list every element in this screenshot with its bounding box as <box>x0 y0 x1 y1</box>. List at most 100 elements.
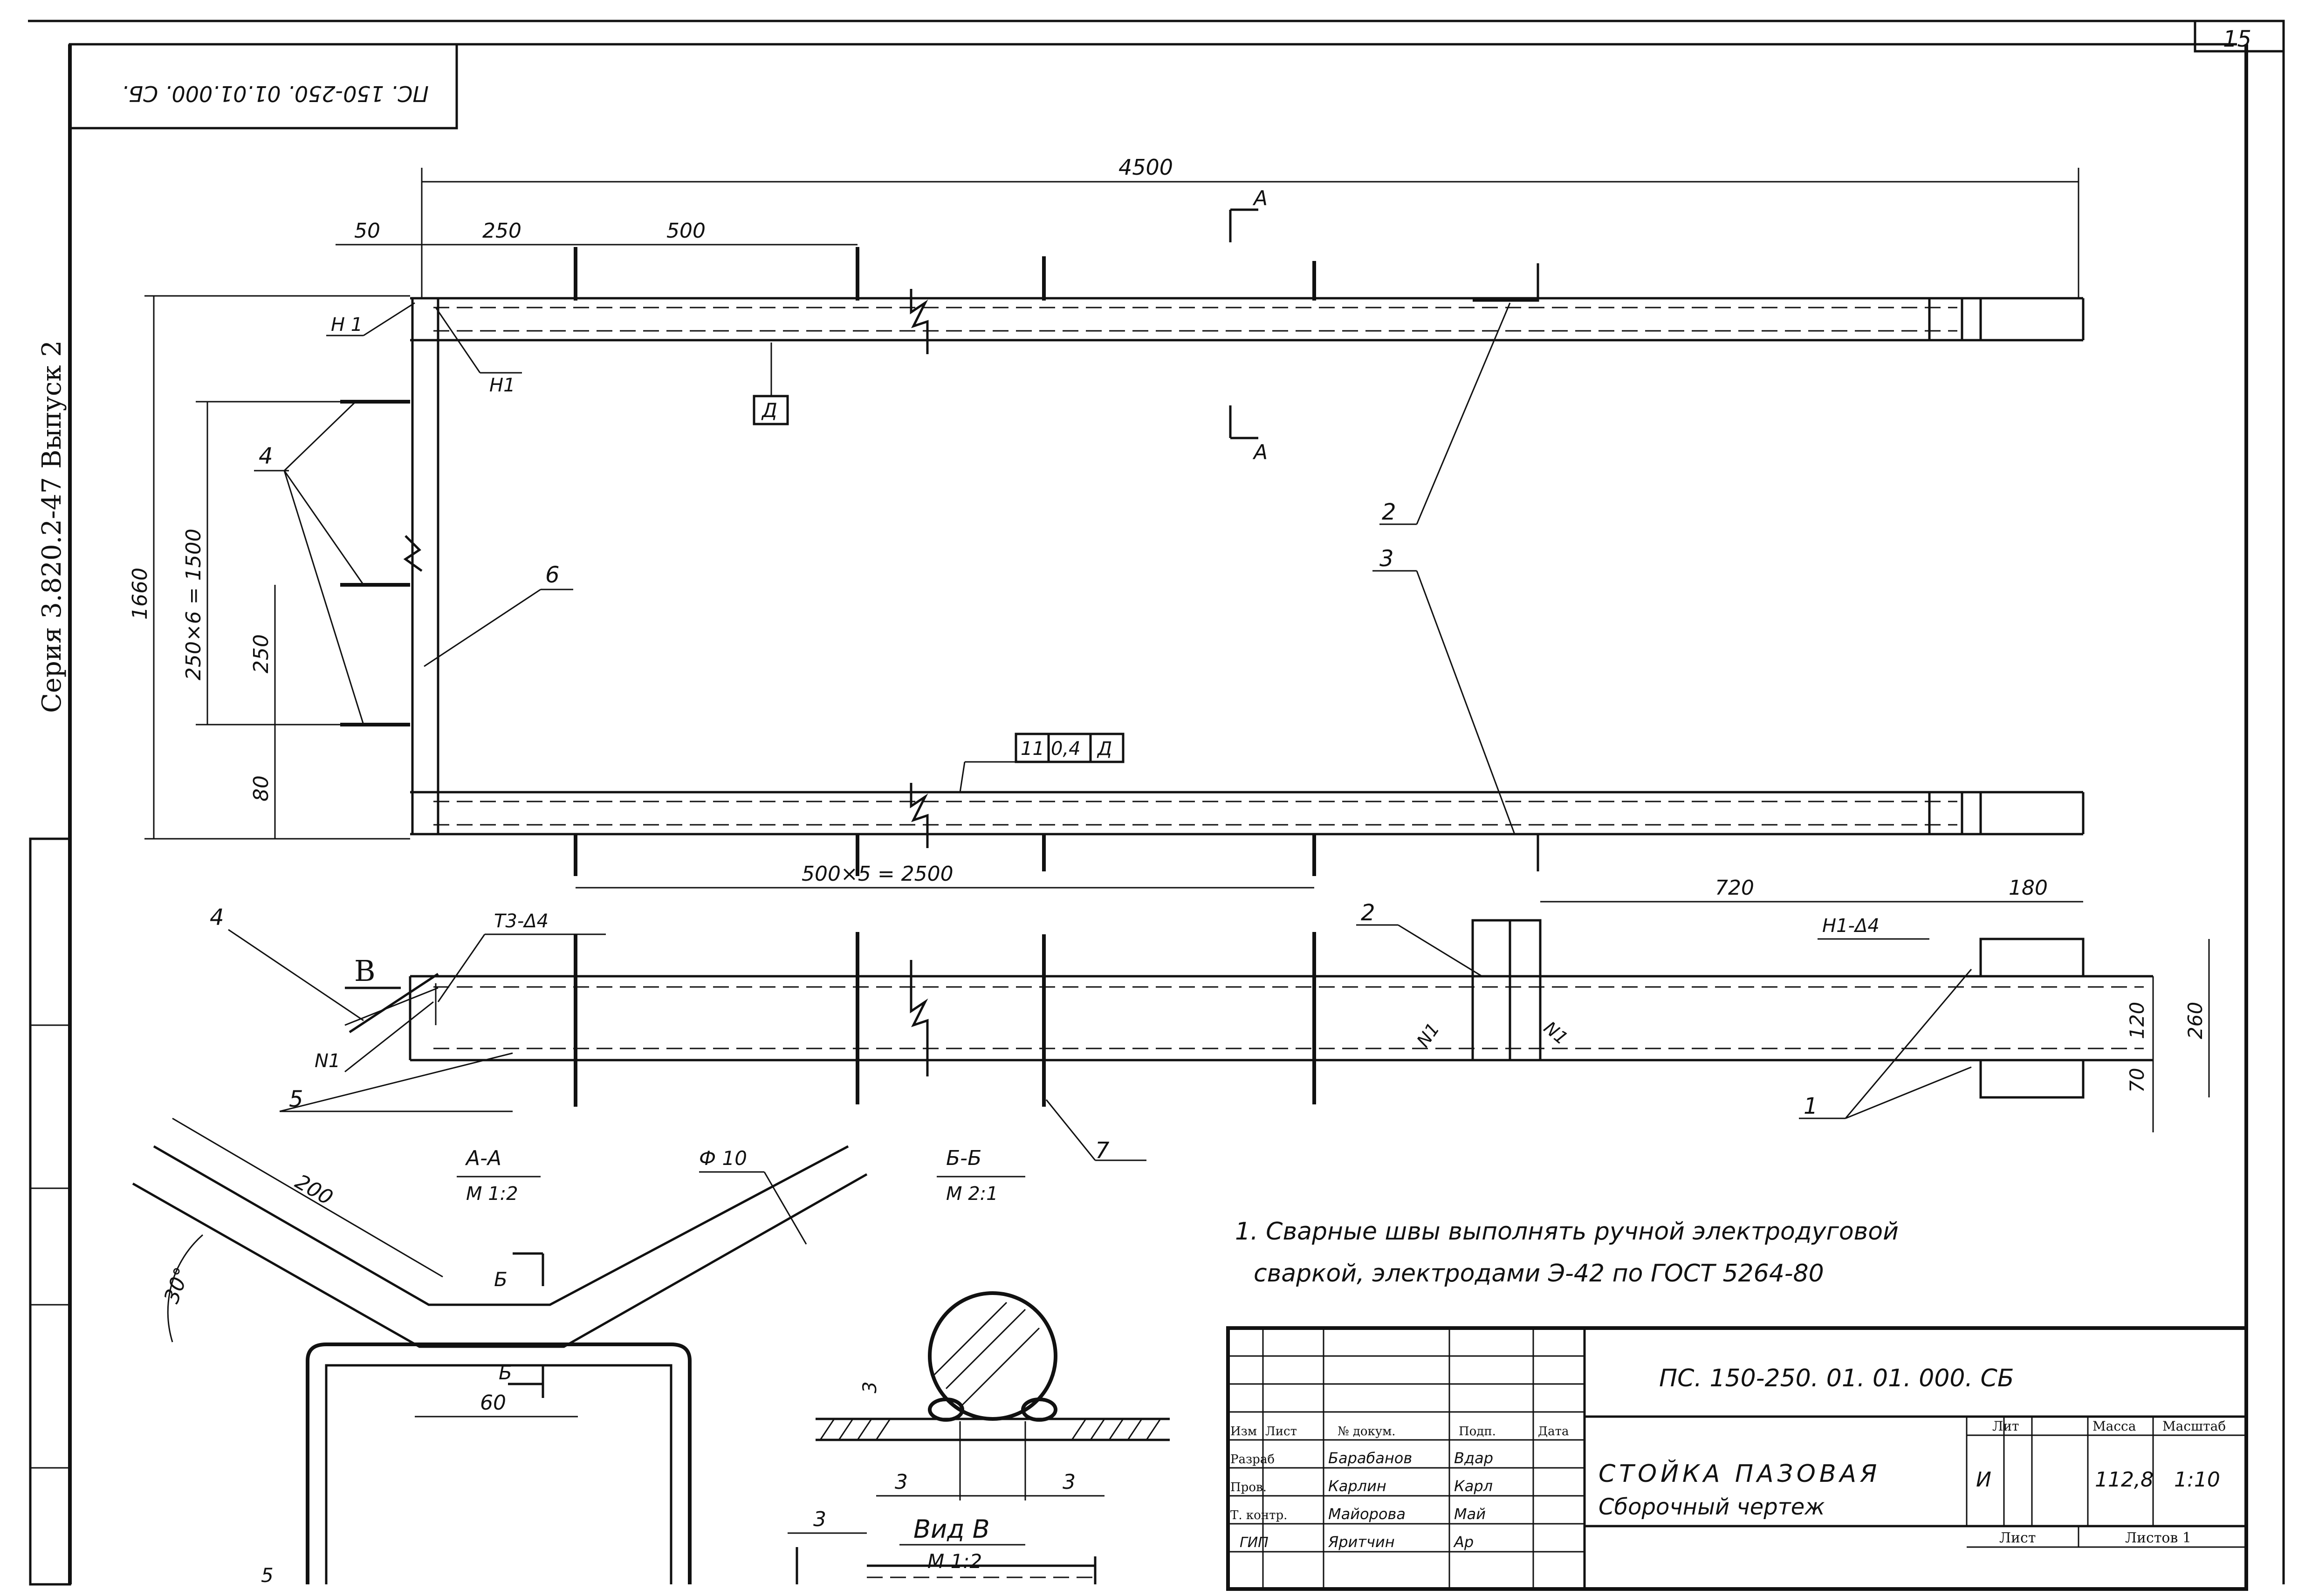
section-b-top: Б <box>494 1268 508 1291</box>
callout-3: 3 <box>1379 546 1394 572</box>
notes: 1. Сварные швы выполнять ручной электрод… <box>1235 1218 1899 1288</box>
weld-h1-right: Н1 <box>489 375 515 396</box>
side-view <box>349 919 2153 1107</box>
dim-overall-length: 4500 <box>1118 155 1173 180</box>
tb-row-name: Яритчин <box>1328 1533 1395 1551</box>
dim-weld-gap-vert: 3 <box>859 1382 881 1393</box>
callout-1: 1 <box>1804 1093 1818 1119</box>
dim-50: 50 <box>354 219 380 243</box>
dim-bottom-chain: 500×5 = 2500 <box>802 862 954 886</box>
weld-t3: Т3-Δ4 <box>494 911 549 932</box>
tb-doc-code: ПС. 150-250. 01. 01. 000. СБ <box>1659 1364 2014 1392</box>
tb-row-name: Майорова <box>1328 1505 1406 1523</box>
tb-scale-value: 1:10 <box>2174 1468 2220 1492</box>
inverted-code-box: ПС. 150-250. 01.01.000. СБ. <box>69 43 458 130</box>
tb-hdr-data: Дата <box>1538 1425 1569 1438</box>
weld-h1-d4: Н1-Δ4 <box>1822 915 1880 937</box>
inverted-doc-code: ПС. 150-250. 01.01.000. СБ. <box>122 81 429 106</box>
dim-1660: 1660 <box>128 568 152 620</box>
dim-250-left: 250 <box>249 634 273 673</box>
tb-row-sign: Май <box>1454 1505 1486 1523</box>
callout-2-lower: 2 <box>1361 900 1375 926</box>
tb-sheet-label: Лист <box>1999 1530 2036 1546</box>
section-aa: А-А М 1:2 200 30° Ф 10 Б Б 60 5 <box>132 1117 868 1587</box>
dim-720: 720 <box>1715 876 1754 900</box>
callout-4-lower: 4 <box>210 904 224 931</box>
tb-lit-label: Лит <box>1992 1418 2019 1434</box>
tb-lit-value: И <box>1976 1468 1991 1492</box>
dim-250-top: 250 <box>482 219 521 243</box>
section-a-bottom: А <box>1252 440 1268 464</box>
sheet-frame <box>28 20 2285 1586</box>
tb-row-sign: Вдар <box>1454 1449 1493 1467</box>
dim-rod-diameter: Ф 10 <box>699 1147 747 1170</box>
dim-weld-gap-right: 3 <box>1063 1470 1076 1494</box>
view-arrow-b: В <box>354 954 376 988</box>
dim-120: 120 <box>2126 1002 2148 1039</box>
section-a-top: А <box>1252 186 1268 210</box>
view-v: Вид В М 1:2 3 <box>788 1507 1097 1584</box>
callout-6: 6 <box>545 562 560 588</box>
title-block: ПС. 150-250. 01. 01. 000. СБ СТОЙКА ПАЗО… <box>1226 1326 2248 1591</box>
series-label: Серия 3.820.2-47 Выпуск 2 <box>37 340 67 713</box>
callout-2: 2 <box>1382 499 1396 525</box>
tb-mass-label: Масса <box>2092 1418 2136 1434</box>
tb-row-role: Пров. <box>1230 1480 1267 1494</box>
tb-scale-label: Масштаб <box>2162 1418 2226 1434</box>
note-line-2: сваркой, электродами Э-42 по ГОСТ 5264-8… <box>1254 1260 1824 1288</box>
callout-4: 4 <box>259 443 273 469</box>
tb-hdr-podp: Подп. <box>1459 1425 1496 1438</box>
tb-row-sign: Карл <box>1454 1477 1493 1495</box>
tb-row-name: Карлин <box>1328 1477 1386 1495</box>
dim-180: 180 <box>2009 876 2048 900</box>
tb-hdr-list: Лист <box>1265 1425 1297 1438</box>
side-dimensions: 720 180 120 260 70 Т3-Δ4 В 4 N1 5 7 2 N1… <box>210 876 2210 1164</box>
weld-symbol-04: 0,4 <box>1051 738 1081 760</box>
tb-title-1: СТОЙКА ПАЗОВАЯ <box>1599 1459 1880 1488</box>
tb-sheets-label: Листов 1 <box>2125 1530 2191 1546</box>
aa-scale: М 1:2 <box>466 1183 518 1205</box>
tb-row-name: Барабанов <box>1328 1449 1412 1467</box>
note-line-1: 1. Сварные швы выполнять ручной электрод… <box>1235 1218 1899 1246</box>
tb-title-2: Сборочный чертеж <box>1599 1494 1825 1520</box>
aa-title: А-А <box>465 1146 501 1170</box>
tb-row-role: Т. контр. <box>1230 1508 1287 1522</box>
callout-7: 7 <box>1095 1137 1110 1164</box>
dim-bend-200: 200 <box>291 1170 337 1210</box>
dim-260: 260 <box>2184 1002 2207 1039</box>
section-bb: Б-Б М 2:1 3 3 3 <box>816 1146 1170 1500</box>
bb-title: Б-Б <box>946 1146 981 1170</box>
plan-callouts: 4 6 2 3 Н 1 Н1 11 0,4 Д <box>254 302 1516 835</box>
page-number-box: 15 <box>2194 20 2285 53</box>
dim-weld-gap-left: 3 <box>895 1470 908 1494</box>
mark-d: Д <box>761 399 777 422</box>
tb-row-sign: Ар <box>1453 1533 1474 1551</box>
callout-5-bottom: 5 <box>261 1564 274 1587</box>
dim-500-top: 500 <box>666 219 706 243</box>
dim-60: 60 <box>480 1391 506 1415</box>
dim-70: 70 <box>2126 1068 2148 1093</box>
plan-dimensions: 4500 50 250 500 1660 250×6 = 1500 250 80… <box>128 155 2079 889</box>
weld-n1-a: N1 <box>1413 1019 1443 1051</box>
weld-h1-left: Н 1 <box>331 314 363 336</box>
weld-n1-left: N1 <box>315 1050 340 1072</box>
callout-5: 5 <box>289 1086 303 1112</box>
bb-scale: М 2:1 <box>946 1183 998 1205</box>
weld-symbol-d: Д <box>1097 738 1112 760</box>
plan-view: А А Д <box>340 186 2085 876</box>
dim-80: 80 <box>249 775 273 801</box>
tb-mass-value: 112,8 <box>2095 1468 2154 1492</box>
tb-hdr-izm: Изм <box>1230 1425 1257 1438</box>
vid-title: Вид В <box>913 1514 990 1544</box>
dim-angle-30: 30° <box>159 1264 194 1307</box>
tb-hdr-docno: № докум. <box>1338 1425 1396 1438</box>
section-b-bottom: Б <box>499 1361 512 1384</box>
tb-row-role: ГИП <box>1240 1534 1269 1551</box>
page-number: 15 <box>2223 26 2251 52</box>
tb-row-role: Разраб <box>1230 1452 1275 1466</box>
weld-n1-b: N1 <box>1540 1017 1572 1049</box>
weld-symbol-11: 11 <box>1021 738 1044 760</box>
dim-vid-3: 3 <box>813 1507 826 1531</box>
